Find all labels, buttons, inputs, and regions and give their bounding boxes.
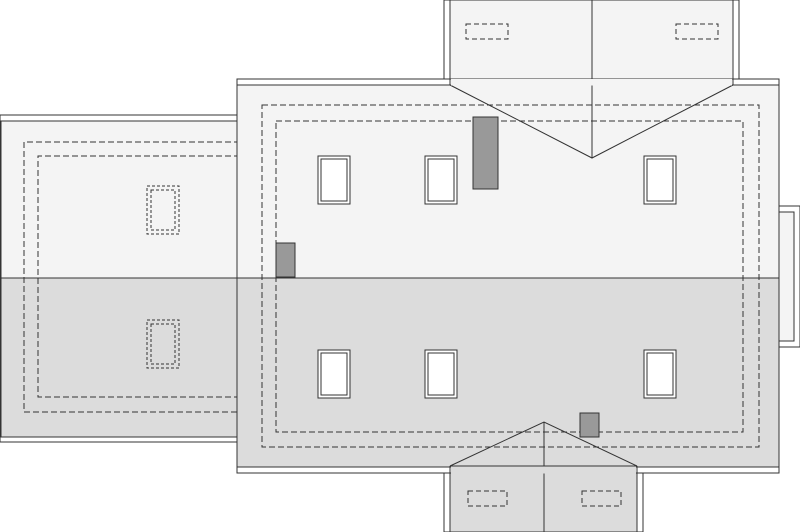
chimney-icon (275, 242, 296, 278)
skylight-icon (146, 185, 180, 235)
skylight-icon (675, 23, 719, 40)
skylight-icon (465, 23, 509, 40)
roof-window-icon (643, 155, 677, 205)
main-body (236, 0, 780, 532)
north-gable-joint (451, 79, 732, 86)
roof-window-icon (317, 155, 351, 205)
west-wing-roof-north (0, 120, 241, 279)
chimney-icon (472, 116, 499, 190)
roof-window-icon (317, 349, 351, 399)
west-wing (0, 114, 241, 443)
roof-window-icon (424, 155, 458, 205)
roof-window-icon (643, 349, 677, 399)
west-wing-roof-south (0, 277, 241, 438)
east-bay-inner (777, 211, 795, 342)
south-gable-joint (451, 466, 636, 474)
chimney-icon (579, 412, 600, 438)
roof-window-icon (424, 349, 458, 399)
east-bay (777, 205, 800, 348)
skylight-icon (581, 490, 622, 507)
south-gable (443, 465, 644, 532)
skylight-icon (467, 490, 508, 507)
main-dashed-outer (261, 104, 760, 448)
west-wing-dashed-outer (23, 141, 240, 413)
west-wing-dashed-inner (37, 155, 240, 398)
skylight-icon (146, 319, 180, 369)
